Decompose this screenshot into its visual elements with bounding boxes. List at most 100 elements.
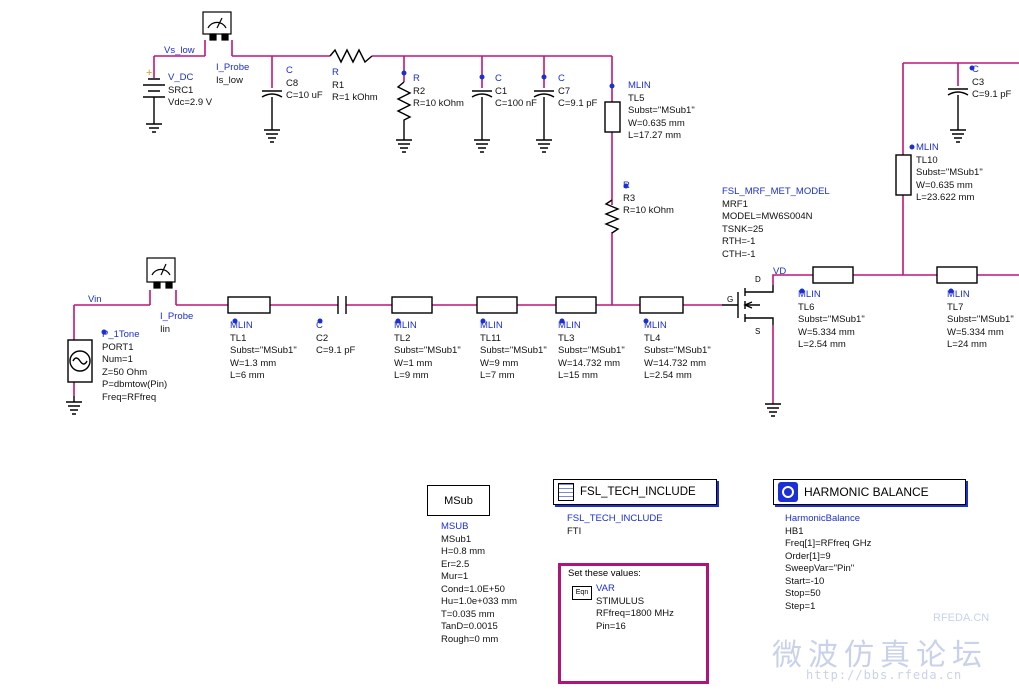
tl1-symbol[interactable] — [227, 296, 271, 314]
r2-type: R — [413, 73, 420, 84]
tl4-symbol[interactable] — [639, 296, 684, 314]
c7-value: C=9.1 pF — [558, 98, 598, 109]
tl2-name: TL2 — [394, 332, 411, 344]
var-header: Set these values: — [568, 568, 641, 579]
c3-type: C — [972, 64, 979, 75]
r2-name: R2 — [413, 85, 426, 97]
tl10-l: L=23.622 mm — [916, 192, 975, 203]
msub-param: Mur=1 — [441, 571, 469, 582]
probe-top-type: I_Probe — [216, 62, 250, 73]
tech-include-icon — [558, 483, 574, 501]
tl6-symbol[interactable] — [812, 266, 854, 284]
hb-param: Freq[1]=RFfreq GHz — [785, 538, 872, 549]
tl7-subst: Subst="MSub1" — [947, 314, 1014, 325]
c1-label: C C1 C=100 nF — [495, 73, 537, 111]
port1-type: P_1Tone — [102, 329, 140, 340]
var-selection-box[interactable] — [558, 563, 709, 684]
tl3-l: L=15 mm — [558, 370, 598, 381]
net-label-vs-low: Vs_low — [164, 45, 195, 56]
harmonic-balance-block[interactable]: HARMONIC BALANCE — [773, 479, 966, 505]
tl11-symbol[interactable] — [476, 296, 518, 314]
c2-type: C — [316, 320, 323, 331]
port1-symbol[interactable] — [66, 329, 107, 415]
tl10-name: TL10 — [916, 154, 938, 166]
msub-icon-label: MSub — [444, 494, 473, 507]
pin-g: G — [727, 295, 734, 304]
r1-symbol[interactable] — [329, 48, 373, 64]
port1-label: P_1Tone PORT1 Num=1 Z=50 Ohm P=dbmtow(Pi… — [102, 329, 167, 404]
c7-symbol[interactable] — [533, 74, 555, 153]
var-name: STIMULUS — [596, 595, 645, 607]
probe-top-name: Is_low — [216, 74, 243, 86]
mrf1-cth: CTH=-1 — [722, 248, 756, 260]
c8-name: C8 — [286, 77, 299, 89]
tl5-subst: Subst="MSub1" — [628, 105, 695, 116]
c8-symbol[interactable] — [261, 90, 283, 143]
vdc-source-symbol[interactable]: + — [143, 67, 165, 133]
var-param: RFfreq=1800 MHz — [596, 608, 674, 619]
tl6-l: L=2.54 mm — [798, 339, 846, 350]
mrf1-type: FSL_MRF_MET_MODEL — [722, 186, 830, 197]
var-label: VAR STIMULUS RFfreq=1800 MHz Pin=16 — [596, 583, 674, 633]
tl6-type: MLIN — [798, 289, 821, 300]
var-icon[interactable]: Eqn — [572, 586, 592, 600]
tech-include-title: FSL_TECH_INCLUDE — [580, 486, 696, 498]
tl10-subst: Subst="MSub1" — [916, 167, 983, 178]
c7-type: C — [558, 73, 565, 84]
tl5-symbol[interactable] — [604, 101, 621, 133]
harmonic-balance-label: HarmonicBalance HB1 Freq[1]=RFfreq GHz O… — [785, 513, 871, 613]
watermark-url: http://bbs.rfeda.cn — [806, 668, 963, 682]
port1-freq: Freq=RFfreq — [102, 391, 157, 403]
port1-z: Z=50 Ohm — [102, 366, 148, 378]
tl10-symbol[interactable] — [895, 154, 912, 196]
mrf1-label: FSL_MRF_MET_MODEL MRF1 MODEL=MW6S004N TS… — [722, 186, 830, 261]
mrf1-symbol[interactable] — [722, 285, 774, 325]
tl3-w: W=14.732 mm — [558, 357, 621, 369]
c3-name: C3 — [972, 76, 985, 88]
hb-param: Step=1 — [785, 600, 816, 612]
r2-label: R R2 R=10 kOhm — [413, 73, 464, 111]
r3-symbol[interactable] — [604, 199, 620, 234]
hb-param: Start=-10 — [785, 575, 825, 587]
probe-bottom-symbol[interactable] — [146, 257, 176, 289]
tl2-w: W=1 mm — [394, 357, 433, 369]
hb-name: HB1 — [785, 525, 804, 537]
tl2-symbol[interactable] — [391, 296, 433, 314]
tl4-type: MLIN — [644, 320, 667, 331]
probe-top-symbol[interactable] — [202, 11, 232, 41]
tl1-type: MLIN — [230, 320, 253, 331]
tl1-subst: Subst="MSub1" — [230, 345, 297, 356]
r2-symbol[interactable] — [396, 70, 412, 153]
c2-label: C C2 C=9.1 pF — [316, 320, 355, 358]
watermark-chinese: 微波仿真论坛 — [772, 638, 988, 673]
vdc-value: Vdc=2.9 V — [168, 97, 213, 108]
c7-name: C7 — [558, 85, 571, 97]
tech-include-type: FSL_TECH_INCLUDE — [567, 513, 663, 524]
tl4-w: W=14.732 mm — [644, 357, 707, 369]
tl2-type: MLIN — [394, 320, 417, 331]
tech-include-label: FSL_TECH_INCLUDE FTI — [567, 513, 663, 538]
pin-d: D — [755, 275, 761, 284]
c7-label: C C7 C=9.1 pF — [558, 73, 597, 111]
tl3-symbol[interactable] — [555, 296, 597, 314]
tech-include-block[interactable]: FSL_TECH_INCLUDE — [553, 479, 717, 505]
vdc-label: V_DC SRC1 Vdc=2.9 V — [168, 72, 212, 110]
mrf1-model: MODEL=MW6S004N — [722, 211, 813, 222]
r1-name: R1 — [332, 79, 345, 91]
tl7-w: W=5.334 mm — [947, 326, 1004, 338]
c2-symbol[interactable] — [337, 296, 347, 314]
c1-symbol[interactable] — [471, 74, 493, 153]
tl11-label: MLIN TL11 Subst="MSub1" W=9 mm L=7 mm — [480, 320, 547, 383]
harmonic-balance-title: HARMONIC BALANCE — [804, 485, 929, 499]
hb-type: HarmonicBalance — [785, 513, 860, 524]
c8-value: C=10 uF — [286, 90, 323, 101]
tl3-subst: Subst="MSub1" — [558, 345, 625, 356]
c3-label: C C3 C=9.1 pF — [972, 64, 1011, 102]
tl7-symbol[interactable] — [936, 266, 978, 284]
tl4-l: L=2.54 mm — [644, 370, 692, 381]
msub-icon[interactable]: MSub — [427, 485, 490, 516]
tl5-l: L=17.27 mm — [628, 130, 682, 141]
c3-symbol[interactable] — [947, 65, 975, 143]
var-param: Pin=16 — [596, 620, 626, 632]
r3-value: R=10 kOhm — [623, 205, 674, 216]
